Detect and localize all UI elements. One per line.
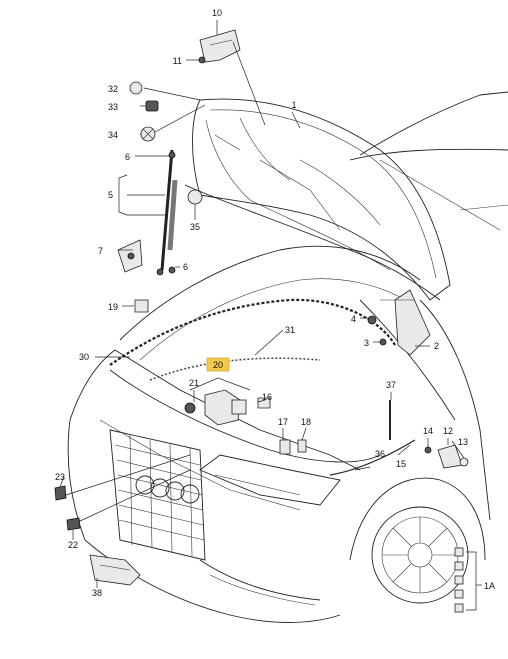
part-34-disc	[140, 126, 156, 142]
part-33-grommet	[145, 100, 159, 112]
callout-labels: 10 11 32 33 34 1 6 5 35 7 6 19 4 31 3 2 …	[55, 8, 495, 598]
part-2-hinge	[380, 289, 431, 356]
part-38-catch	[89, 554, 141, 586]
part-1A-fasteners	[454, 547, 464, 613]
part-32-cap	[129, 81, 143, 95]
part-16-microswitch	[257, 397, 271, 409]
part-18-connector	[297, 439, 307, 453]
callout-34: 34	[108, 130, 118, 140]
callout-11: 11	[173, 56, 182, 66]
part-3-bolt	[379, 338, 387, 346]
callout-10: 10	[212, 8, 222, 18]
callout-18: 18	[301, 417, 311, 427]
callout-36: 36	[375, 449, 385, 459]
callout-22: 22	[68, 540, 78, 550]
part-11-bolt	[198, 56, 206, 64]
callout-1A: 1A	[484, 581, 495, 591]
part-10-hinge	[199, 29, 241, 63]
callout-38: 38	[92, 588, 102, 598]
callout-6-bottom: 6	[183, 262, 188, 272]
part-19-clip	[134, 299, 149, 313]
callout-16: 16	[262, 392, 272, 402]
part-22-bolt	[66, 517, 81, 531]
callout-31: 31	[285, 325, 295, 335]
callout-2: 2	[434, 341, 439, 351]
callout-17: 17	[278, 417, 288, 427]
part-35-bumper	[187, 189, 203, 205]
part-4-screw	[367, 315, 377, 325]
callout-19: 19	[108, 302, 118, 312]
part-12-lever	[437, 444, 463, 469]
callout-4: 4	[351, 314, 356, 324]
callout-37: 37	[386, 380, 396, 390]
hood	[184, 98, 451, 301]
part-6-clip	[168, 266, 176, 274]
callout-5: 5	[108, 190, 113, 200]
callout-32: 32	[108, 84, 118, 94]
callout-35: 35	[190, 222, 200, 232]
callout-7: 7	[98, 246, 103, 256]
callout-20-highlight	[206, 357, 230, 372]
grille	[109, 429, 206, 561]
callout-1: 1	[291, 100, 296, 110]
callout-23: 23	[55, 472, 65, 482]
callout-14: 14	[423, 426, 433, 436]
callout-12: 12	[443, 426, 453, 436]
part-36-release-cable	[329, 439, 416, 476]
callout-20: 20	[213, 360, 223, 370]
part-17-cable	[279, 439, 291, 455]
part-5-strut	[156, 149, 178, 276]
part-23-bolt	[54, 485, 67, 501]
callout-15: 15	[396, 459, 406, 469]
part-20-lock	[204, 389, 247, 426]
part-21-stop	[184, 402, 196, 414]
part-14-nut	[424, 446, 432, 454]
callout-30: 30	[79, 352, 89, 362]
part-13-spring	[459, 457, 469, 467]
callout-3: 3	[364, 338, 369, 348]
callout-13: 13	[458, 437, 468, 447]
part-7-bracket	[117, 239, 143, 273]
callout-33: 33	[108, 102, 118, 112]
seal-strip	[109, 298, 396, 381]
leader-lines	[59, 20, 482, 611]
callout-6-top: 6	[125, 152, 130, 162]
callout-21: 21	[189, 378, 199, 388]
